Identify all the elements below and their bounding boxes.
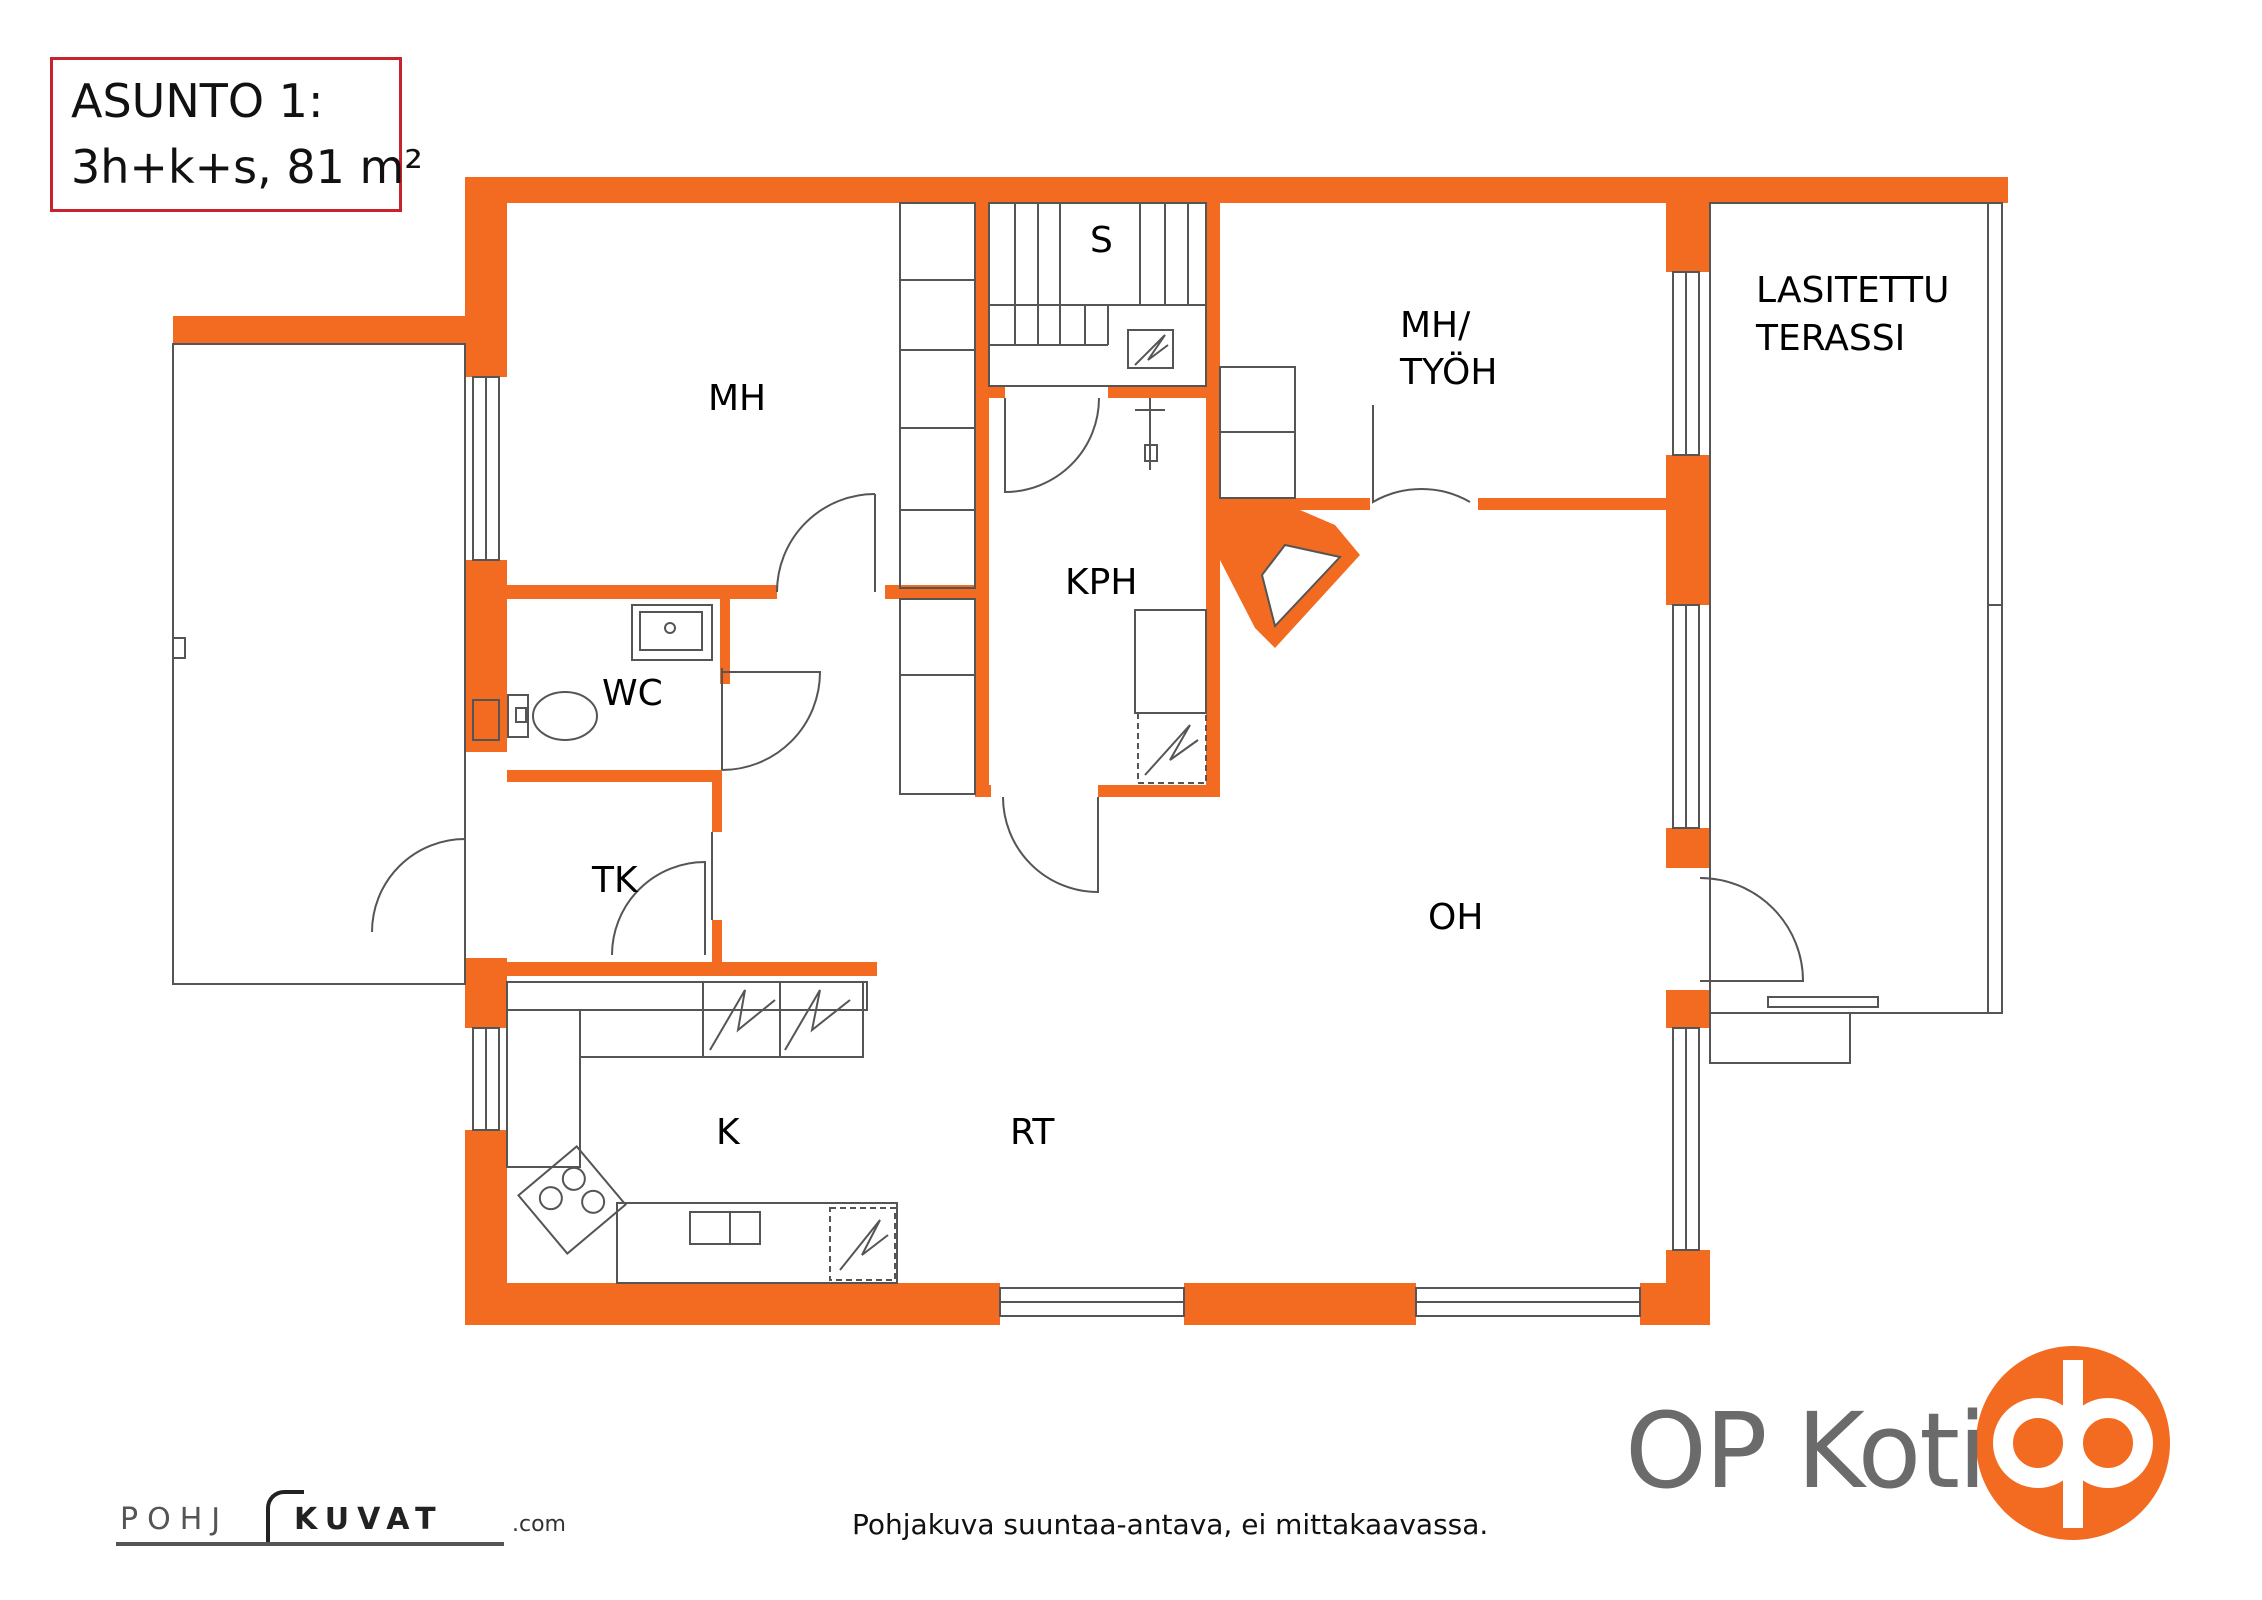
pohjakuvat-underline <box>116 1542 504 1546</box>
pohjakuvat-hook-icon <box>266 1490 304 1544</box>
pohjakuvat-logo-part2: KUVAT <box>294 1502 444 1537</box>
disclaimer-note: Pohjakuva suuntaa-antava, ei mittakaavas… <box>852 1508 1489 1541</box>
walls <box>173 177 2008 1325</box>
room-label-wc: WC <box>602 673 663 714</box>
room-label-oh: OH <box>1428 897 1484 938</box>
brand-name: OP Koti <box>1625 1390 1987 1512</box>
room-label-lasitettu-line2: TERASSI <box>1756 318 1906 359</box>
room-label-lasitettu-line1: LASITETTU <box>1756 270 1950 311</box>
room-label-k: K <box>716 1112 740 1153</box>
room-label-mh: MH <box>708 378 767 419</box>
apartment-title-box: ASUNTO 1: 3h+k+s, 81 m² <box>50 57 423 212</box>
pohjakuvat-logo-part1: POHJ <box>120 1502 230 1537</box>
room-label-mh-tyoh-line1: MH/ <box>1400 305 1471 346</box>
thin-lines <box>172 202 2003 1317</box>
room-label-tk: TK <box>592 860 638 901</box>
room-label-s: S <box>1090 220 1113 261</box>
apartment-size: 3h+k+s, 81 m² <box>71 140 423 194</box>
op-logo-icon <box>1976 1346 2170 1540</box>
pohjakuvat-logo-domain: .com <box>512 1512 566 1537</box>
fireplace-inner <box>1260 543 1342 629</box>
room-label-kph: KPH <box>1065 562 1138 603</box>
room-label-mh-tyoh-line2: TYÖH <box>1400 352 1498 393</box>
room-label-rt: RT <box>1010 1112 1055 1153</box>
doors <box>371 397 1805 982</box>
apartment-title: ASUNTO 1: <box>71 74 324 128</box>
